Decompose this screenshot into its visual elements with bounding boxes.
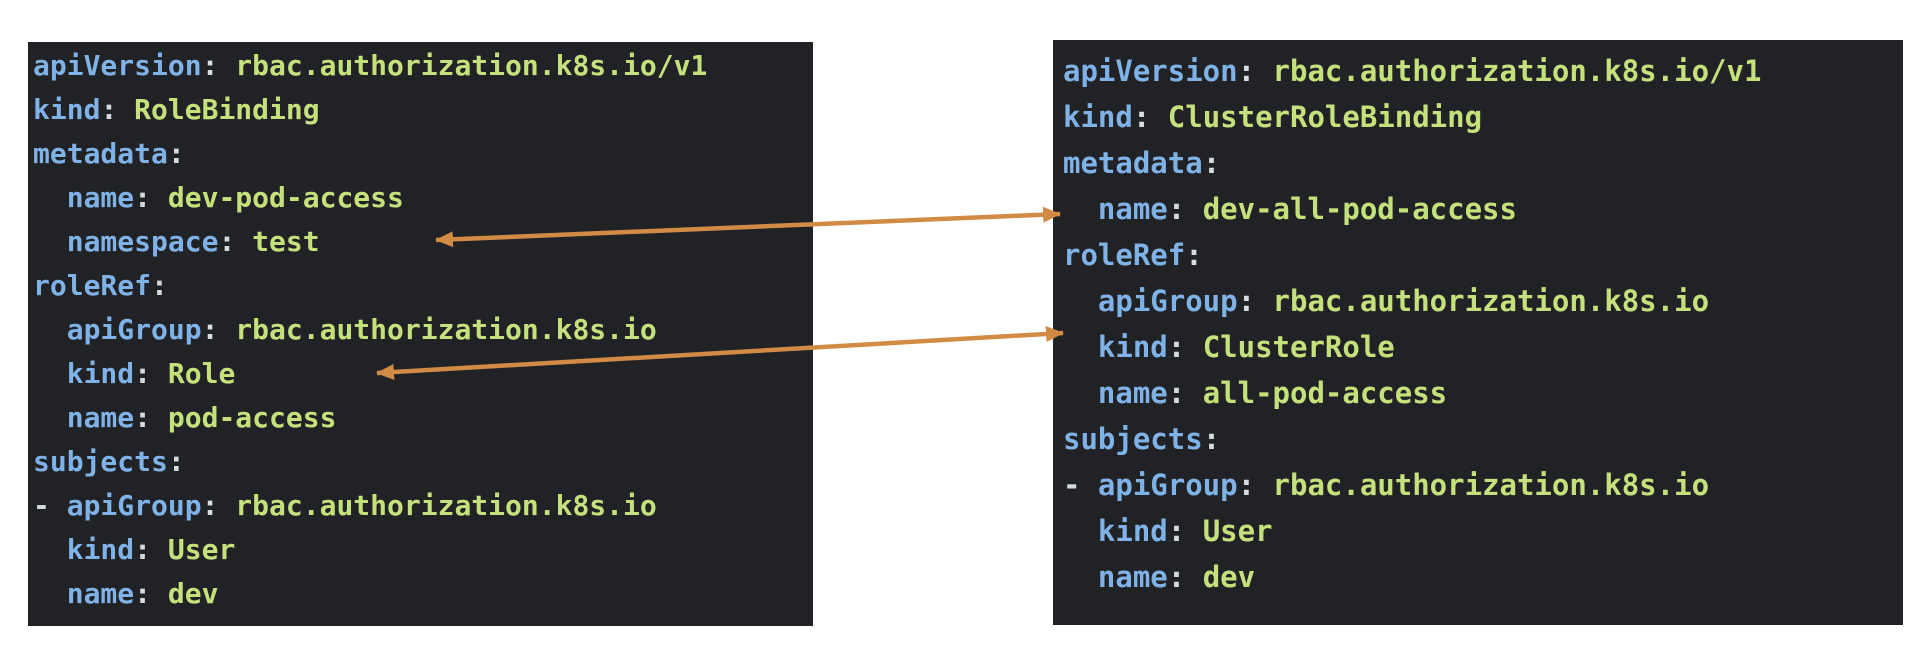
yaml-colon: : xyxy=(1167,192,1186,226)
yaml-key: roleRef xyxy=(33,269,152,302)
yaml-colon: : xyxy=(1237,284,1256,318)
yaml-key: metadata xyxy=(33,137,168,170)
yaml-list-dash: - xyxy=(1063,468,1098,502)
yaml-line: name: dev xyxy=(1063,554,1903,600)
yaml-colon: : xyxy=(1167,330,1186,364)
yaml-key: apiGroup xyxy=(66,489,202,522)
yaml-line: roleRef: xyxy=(1063,232,1903,278)
yaml-colon: : xyxy=(201,313,219,346)
yaml-value: dev xyxy=(1185,560,1256,594)
yaml-value: Role xyxy=(151,357,236,390)
yaml-value: User xyxy=(1185,514,1273,548)
rolebinding-yaml-panel: apiVersion: rbac.authorization.k8s.io/v1… xyxy=(28,42,813,626)
yaml-key: subjects xyxy=(33,445,168,478)
yaml-key: name xyxy=(1097,192,1168,226)
yaml-colon: : xyxy=(1202,422,1221,456)
yaml-colon: : xyxy=(134,533,152,566)
yaml-value: ClusterRole xyxy=(1185,330,1395,364)
yaml-value: ClusterRoleBinding xyxy=(1150,100,1483,134)
yaml-line: kind: User xyxy=(33,528,813,572)
yaml-colon: : xyxy=(167,137,185,170)
yaml-value: rbac.authorization.k8s.io/v1 xyxy=(218,49,708,82)
yaml-line: kind: User xyxy=(1063,508,1903,554)
yaml-key: apiGroup xyxy=(1097,284,1238,318)
yaml-colon: : xyxy=(1202,146,1221,180)
yaml-line: apiVersion: rbac.authorization.k8s.io/v1 xyxy=(33,44,813,88)
yaml-value: rbac.authorization.k8s.io/v1 xyxy=(1255,54,1762,88)
yaml-line: apiVersion: rbac.authorization.k8s.io/v1 xyxy=(1063,48,1903,94)
yaml-value: pod-access xyxy=(151,401,337,434)
yaml-line: apiGroup: rbac.authorization.k8s.io xyxy=(1063,278,1903,324)
yaml-key: apiGroup xyxy=(1097,468,1238,502)
yaml-line: kind: Role xyxy=(33,352,813,396)
yaml-value: RoleBinding xyxy=(117,93,320,126)
yaml-line: name: dev-all-pod-access xyxy=(1063,186,1903,232)
yaml-key: metadata xyxy=(1063,146,1203,180)
yaml-key: name xyxy=(66,577,135,610)
yaml-value: dev-all-pod-access xyxy=(1185,192,1517,226)
yaml-colon: : xyxy=(134,577,152,610)
yaml-line: roleRef: xyxy=(33,264,813,308)
yaml-value: User xyxy=(151,533,236,566)
yaml-line: - apiGroup: rbac.authorization.k8s.io xyxy=(1063,462,1903,508)
yaml-line: name: dev xyxy=(33,572,813,616)
yaml-colon: : xyxy=(1167,560,1186,594)
yaml-line: - apiGroup: rbac.authorization.k8s.io xyxy=(33,484,813,528)
yaml-key: namespace xyxy=(66,225,219,258)
clusterrolebinding-yaml-panel: apiVersion: rbac.authorization.k8s.io/v1… xyxy=(1053,40,1903,625)
yaml-colon: : xyxy=(1237,468,1256,502)
yaml-line: metadata: xyxy=(1063,140,1903,186)
yaml-colon: : xyxy=(167,445,185,478)
yaml-key: kind xyxy=(33,93,101,126)
yaml-colon: : xyxy=(1185,238,1203,272)
yaml-value: all-pod-access xyxy=(1185,376,1448,410)
yaml-colon: : xyxy=(134,401,152,434)
yaml-key: subjects xyxy=(1063,422,1203,456)
yaml-colon: : xyxy=(1167,514,1186,548)
yaml-key: name xyxy=(66,181,135,214)
yaml-key: apiGroup xyxy=(66,313,202,346)
yaml-colon: : xyxy=(218,225,236,258)
yaml-line: kind: ClusterRole xyxy=(1063,324,1903,370)
yaml-colon: : xyxy=(201,489,219,522)
yaml-line: name: pod-access xyxy=(33,396,813,440)
yaml-colon: : xyxy=(134,181,152,214)
yaml-key: kind xyxy=(1097,514,1168,548)
yaml-key: roleRef xyxy=(1063,238,1186,272)
yaml-key: name xyxy=(1097,376,1168,410)
yaml-line: metadata: xyxy=(33,132,813,176)
yaml-value: dev xyxy=(151,577,219,610)
yaml-line: kind: ClusterRoleBinding xyxy=(1063,94,1903,140)
yaml-colon: : xyxy=(134,357,152,390)
yaml-value: test xyxy=(235,225,320,258)
yaml-key: apiVersion xyxy=(33,49,202,82)
yaml-line: apiGroup: rbac.authorization.k8s.io xyxy=(33,308,813,352)
yaml-colon: : xyxy=(151,269,168,302)
yaml-colon: : xyxy=(100,93,118,126)
yaml-line: kind: RoleBinding xyxy=(33,88,813,132)
yaml-line: subjects: xyxy=(33,440,813,484)
yaml-key: name xyxy=(66,401,135,434)
yaml-key: apiVersion xyxy=(1063,54,1238,88)
yaml-line: name: dev-pod-access xyxy=(33,176,813,220)
yaml-key: kind xyxy=(1063,100,1133,134)
yaml-key: name xyxy=(1097,560,1168,594)
yaml-line: namespace: test xyxy=(33,220,813,264)
yaml-value: dev-pod-access xyxy=(151,181,404,214)
yaml-value: rbac.authorization.k8s.io xyxy=(1255,468,1710,502)
yaml-value: rbac.authorization.k8s.io xyxy=(1255,284,1710,318)
yaml-value: rbac.authorization.k8s.io xyxy=(218,313,657,346)
yaml-value: rbac.authorization.k8s.io xyxy=(218,489,657,522)
yaml-colon: : xyxy=(1132,100,1151,134)
yaml-colon: : xyxy=(201,49,219,82)
yaml-line: name: all-pod-access xyxy=(1063,370,1903,416)
yaml-key: kind xyxy=(66,357,135,390)
yaml-colon: : xyxy=(1237,54,1256,88)
yaml-line: subjects: xyxy=(1063,416,1903,462)
yaml-list-dash: - xyxy=(33,489,67,522)
yaml-key: kind xyxy=(66,533,135,566)
yaml-key: kind xyxy=(1097,330,1168,364)
yaml-colon: : xyxy=(1167,376,1186,410)
